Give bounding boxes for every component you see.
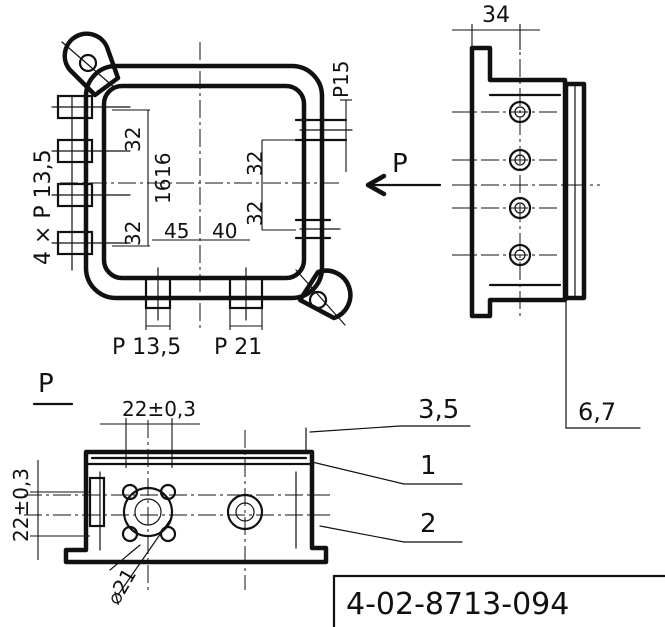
section-ports — [121, 483, 264, 543]
mounting-lug-bottom-right — [297, 268, 353, 321]
side-thickness-label: 6,7 — [578, 398, 616, 426]
section-body — [63, 449, 329, 565]
callout-2: 2 — [420, 509, 437, 539]
outlet-stubs-right — [294, 118, 353, 240]
side-body — [469, 45, 568, 319]
housing-outer — [83, 63, 325, 301]
side-width-dim: 34 — [482, 3, 510, 28]
pitch-horizontal: 22±0,3 — [122, 397, 196, 421]
outlet-pitch-lower: 32 — [243, 201, 267, 226]
inlet-label: 4 × P 13,5 — [31, 149, 56, 265]
housing-inner — [101, 83, 307, 281]
inlet-pitch-top: 32 — [121, 127, 145, 152]
internal-dimensions — [112, 109, 296, 247]
mounting-hole-top-left — [78, 53, 98, 73]
dim-right: 40 — [212, 219, 237, 243]
outlet-pitch-upper: 32 — [243, 151, 267, 176]
section-view: P 22±0,3 — [9, 369, 471, 609]
side-view: 34 6,7 — [452, 3, 641, 429]
title-block: 4-02-8713-094 — [332, 574, 665, 627]
mounting-hole-bottom-right — [308, 290, 328, 310]
callout-1: 1 — [420, 451, 437, 481]
drawing-number: 4-02-8713-094 — [346, 587, 569, 622]
bottom-port-left-label: P 13,5 — [112, 335, 181, 360]
section-view-label: P — [38, 369, 54, 399]
view-arrow-label: P — [392, 149, 408, 179]
dim-left: 45 — [164, 219, 189, 243]
pitch-vertical: 22±0,3 — [9, 468, 33, 542]
mounting-lug-top-left — [62, 31, 121, 98]
inlet-pitch-bottom: 32 — [121, 221, 145, 246]
center-offset-lower: 16 — [151, 179, 175, 204]
bottom-ports — [144, 267, 264, 330]
view-arrow: P — [365, 149, 442, 197]
top-view: 4 × P 13,5 32 32 16 16 P15 32 32 45 40 P… — [31, 31, 353, 360]
gap-label: 3,5 — [418, 395, 459, 425]
center-offset-upper: 16 — [151, 153, 175, 178]
side-ports — [508, 100, 532, 267]
outlet-label: P15 — [329, 60, 353, 98]
inlet-stubs-left — [51, 94, 131, 271]
bottom-port-right-label: P 21 — [214, 335, 262, 360]
